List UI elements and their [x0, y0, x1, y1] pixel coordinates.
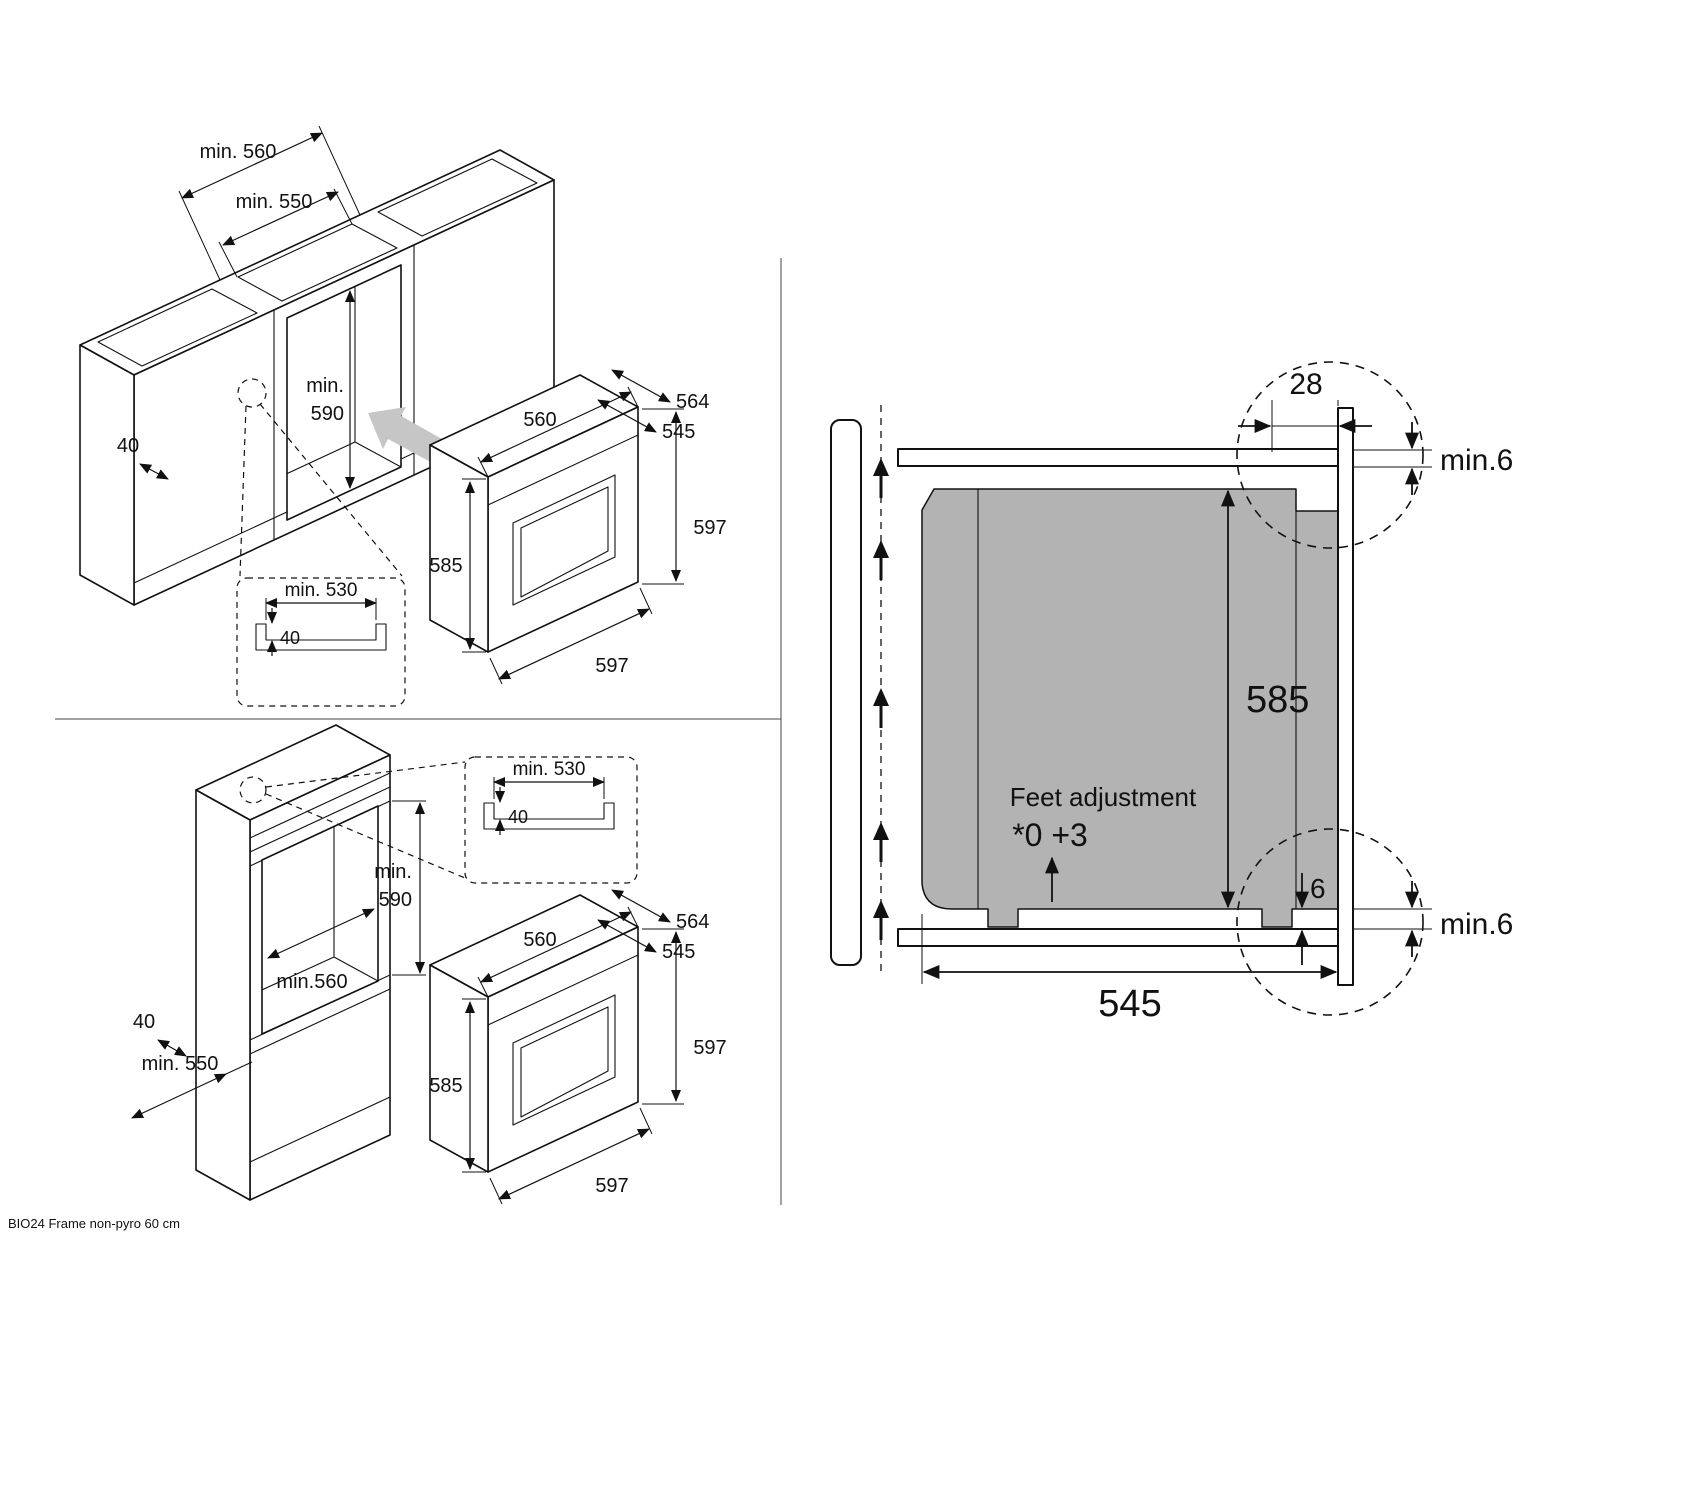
oven-body-width-label: 560	[523, 409, 556, 431]
bottom-detail-circle	[1236, 828, 1424, 1016]
dim-frame-overlap: 28	[1238, 368, 1372, 452]
oven-body-depth-label: 545	[662, 941, 695, 963]
base-cabinet-run	[79, 149, 555, 606]
oven-side-section-inner-lines	[977, 489, 1297, 909]
oven-front-width-label: 597	[595, 1175, 628, 1197]
dim-bottom-clearance: min.6	[1353, 881, 1513, 957]
tall-front-rail-profile	[483, 802, 615, 830]
front-rail-profile	[255, 623, 387, 651]
tall-front-rail-label: 40	[133, 1011, 155, 1033]
oven-front-frame	[1337, 407, 1354, 986]
frame-overlap-label: 28	[1289, 368, 1322, 401]
bottom-shelf-panel	[897, 928, 1339, 947]
dim-oven-front-width: 597	[489, 587, 653, 685]
bottom-offset-label: 6	[1310, 873, 1326, 904]
dim-tall-niche-height: min. 590	[374, 800, 426, 976]
feet-adjustment-range-label: *0 +3	[1012, 817, 1088, 853]
dim-section-depth: 545	[921, 914, 1338, 1025]
dim-oven-front-height: 597	[642, 408, 727, 585]
tall-niche-height-label-1: min.	[374, 861, 412, 883]
detail-inset-tall: min. 530 40	[464, 756, 638, 884]
tall-niche-width-label: min.560	[276, 971, 347, 993]
tall-detail-opening-width-label: min. 530	[513, 759, 586, 780]
dim-tall-front-rail: 40	[133, 1011, 187, 1057]
dim-niche-height: min. 590	[306, 290, 355, 489]
section-depth-label: 545	[1098, 983, 1161, 1025]
niche-height-label-1: min.	[306, 375, 344, 397]
top-detail-circle	[1236, 361, 1424, 549]
dim-inner-width: min. 550	[218, 188, 353, 278]
tall-cabinet	[195, 724, 391, 1201]
tall-detail-callout-circle	[239, 776, 267, 804]
dim-oven-total-depth: 564	[611, 889, 709, 933]
dim-oven-body-height: 585	[429, 478, 486, 653]
top-clearance-label: min.6	[1440, 444, 1513, 477]
dim-bottom-offset: 6	[1295, 873, 1326, 965]
oven-door-window-inner	[520, 486, 609, 598]
oven-total-depth-label: 564	[676, 391, 709, 413]
tall-detail-rail-depth-label: 40	[508, 807, 528, 827]
dim-top-clearance: min.6	[1353, 422, 1513, 495]
footer-model-label: BIO24 Frame non-pyro 60 cm	[8, 1216, 180, 1231]
inner-width-label: min. 550	[236, 191, 313, 213]
airflow-arrow-icon	[873, 540, 889, 558]
dim-section-height: 585	[1221, 489, 1309, 909]
oven-body-height-label: 585	[429, 1075, 462, 1097]
detail-leader-lines	[239, 403, 403, 577]
airflow-arrow-icon	[873, 688, 889, 706]
airflow-arrow-icon	[873, 822, 889, 840]
oven-body-depth-label: 545	[662, 421, 695, 443]
detail-rail-depth-label: 40	[280, 628, 300, 648]
wall	[830, 419, 862, 966]
dim-tall-cabinet-depth: min. 550	[131, 1053, 253, 1119]
dim-tall-niche-width: min.560	[267, 908, 375, 993]
detail-callout-circle	[237, 378, 267, 408]
detail-opening-width-label: min. 530	[285, 580, 358, 601]
niche-width-label: min. 560	[200, 141, 277, 163]
section-height-label: 585	[1246, 679, 1309, 721]
oven-body-width-label: 560	[523, 929, 556, 951]
bottom-clearance-label: min.6	[1440, 908, 1513, 941]
tall-detail-inset-frame	[464, 756, 638, 884]
base-cabinet-view: min. 560 min. 550 min. 590 40 min. 530	[79, 125, 727, 707]
cabinet-left-face	[79, 344, 135, 606]
tall-cabinet-depth-label: min. 550	[142, 1053, 219, 1075]
oven-left-face	[429, 964, 489, 1173]
dim-front-rail: 40	[117, 435, 169, 480]
dim-oven-front-width: 597	[489, 1107, 653, 1205]
oven-front-height-label: 597	[693, 517, 726, 539]
oven-front-width-label: 597	[595, 655, 628, 677]
oven-body-height-label: 585	[429, 555, 462, 577]
tall-cabinet-view: min.560 min. 590 40 min. 550 min. 530	[131, 724, 727, 1205]
oven-left-face	[429, 444, 489, 653]
tall-detail-leader-lines	[265, 761, 466, 879]
dim-oven-total-depth: 564	[611, 369, 709, 413]
dim-oven-front-height: 597	[642, 928, 727, 1105]
oven-door-window	[512, 474, 616, 606]
dim-niche-width: min. 560	[178, 125, 361, 281]
airflow-arrow-icon	[873, 900, 889, 918]
oven-front-height-label: 597	[693, 1037, 726, 1059]
tall-niche-height-label-2: 590	[379, 889, 412, 911]
airflow-arrow-icon	[873, 458, 889, 476]
feet-adjustment: Feet adjustment *0 +3	[1010, 782, 1197, 902]
airflow-arrows	[873, 458, 889, 940]
dim-oven-body-height: 585	[429, 998, 486, 1173]
oven-isometric-base-section: 560 545 564 585 597	[429, 369, 727, 685]
niche-height-label-2: 590	[311, 403, 344, 425]
side-section-view: 28 min.6 585 Feet adjustment *0 +3 6 mi	[830, 361, 1513, 1025]
niche-interior	[287, 265, 401, 520]
oven-door-window-inner	[520, 1006, 609, 1118]
front-rail-label: 40	[117, 435, 139, 457]
detail-inset-base: min. 530 40	[236, 577, 406, 707]
oven-isometric-tall-section: 560 545 564 585 597	[429, 889, 727, 1205]
feet-adjustment-label: Feet adjustment	[1010, 782, 1197, 812]
tall-cabinet-left-face	[195, 789, 251, 1201]
oven-total-depth-label: 564	[676, 911, 709, 933]
oven-door-window	[512, 994, 616, 1126]
